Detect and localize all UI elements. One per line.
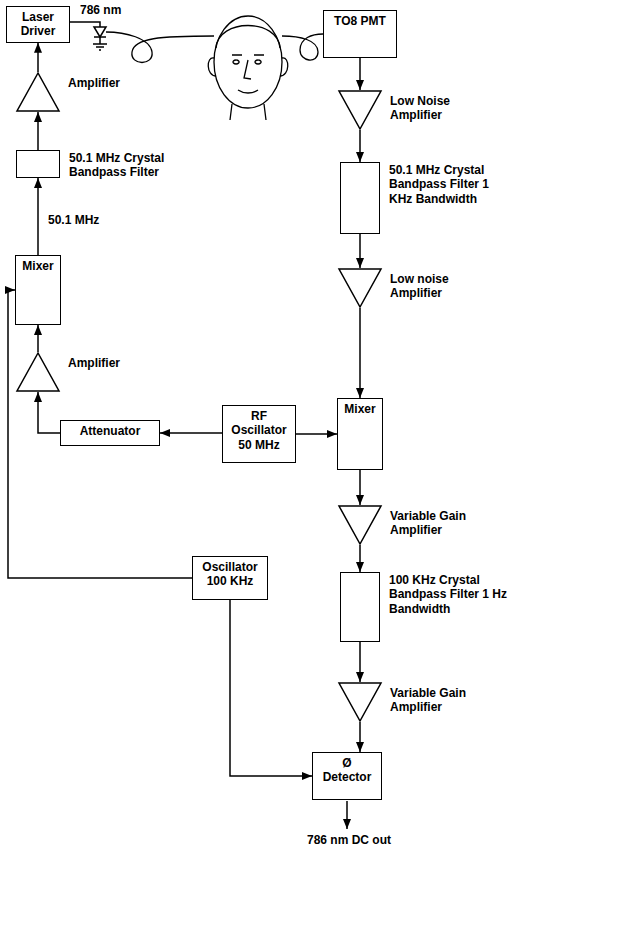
output-arrow [346, 801, 348, 829]
signal-connector [37, 325, 39, 352]
signal-connector [359, 130, 361, 162]
signal-connector [230, 600, 312, 776]
box-label: Attenuator [65, 424, 155, 438]
side-label: 50.1 MHz Crystal Bandpass Filter 1 KHz B… [389, 163, 514, 206]
box-label: Mixer [342, 402, 378, 416]
signal-connector [359, 58, 361, 90]
amplifier-symbol [338, 505, 382, 545]
signal-label: 786 nm [78, 3, 142, 17]
frequency-label: 50.1 MHz [46, 213, 101, 227]
box-label: Ø Detector [317, 756, 377, 785]
head-illustration [208, 16, 288, 120]
phase-detector-box: Ø Detector [312, 752, 382, 800]
signal-connector [37, 178, 39, 255]
signal-connector [359, 545, 361, 572]
oscillator-box: Oscillator 100 KHz [192, 556, 268, 600]
side-label: Amplifier [68, 76, 148, 90]
signal-connector [37, 43, 39, 72]
signal-connector [359, 470, 361, 505]
signal-connector [8, 290, 192, 578]
amplifier-triangle: Low Noise Amplifier [338, 90, 382, 130]
side-label: 50.1 MHz Crystal Bandpass Filter [69, 151, 194, 180]
side-label: Variable Gain Amplifier [390, 509, 480, 538]
signal-connector [359, 308, 361, 398]
laser-diode-symbol [70, 22, 107, 50]
signal-connector [160, 432, 222, 434]
signal-connector [359, 234, 361, 268]
side-label: Low noise Amplifier [390, 272, 480, 301]
filter-box: 50.1 MHz Crystal Bandpass Filter [16, 150, 60, 178]
signal-label: 786 nm DC out [300, 833, 398, 847]
amplifier-triangle: Amplifier [16, 72, 60, 112]
amplifier-triangle: Variable Gain Amplifier [338, 682, 382, 722]
side-label: Amplifier [68, 356, 148, 370]
filter-box: 100 KHz Crystal Bandpass Filter 1 Hz Ban… [340, 572, 380, 642]
signal-connector [359, 642, 361, 682]
amplifier-symbol [16, 352, 60, 392]
filter-box: 50.1 MHz Crystal Bandpass Filter 1 KHz B… [340, 162, 380, 234]
box-label: TO8 PMT [328, 14, 392, 28]
signal-connector [296, 433, 337, 435]
box-label: Oscillator 100 KHz [197, 560, 263, 589]
side-label: Low Noise Amplifier [390, 94, 480, 123]
detector-box: TO8 PMT [323, 10, 397, 58]
mixer-box: Mixer [337, 398, 383, 470]
side-label: 100 KHz Crystal Bandpass Filter 1 Hz Ban… [389, 573, 514, 616]
box-label: Mixer [20, 259, 56, 273]
box-label: RF Oscillator 50 MHz [227, 409, 291, 452]
amplifier-triangle: Variable Gain Amplifier [338, 505, 382, 545]
attenuator-box: Attenuator [60, 420, 160, 446]
amplifier-symbol [338, 268, 382, 308]
signal-connector [38, 392, 60, 433]
amplifier-triangle: Low noise Amplifier [338, 268, 382, 308]
box-label: Laser Driver [11, 10, 65, 39]
driver-box: Laser Driver [6, 6, 70, 43]
signal-connector [359, 722, 361, 752]
amplifier-symbol [16, 72, 60, 112]
amplifier-symbol [338, 90, 382, 130]
amplifier-symbol [338, 682, 382, 722]
oscillator-box: RF Oscillator 50 MHz [222, 405, 296, 463]
side-label: Variable Gain Amplifier [390, 686, 480, 715]
mixer-box: Mixer [15, 255, 61, 325]
signal-connector [37, 112, 39, 150]
amplifier-triangle: Amplifier [16, 352, 60, 392]
